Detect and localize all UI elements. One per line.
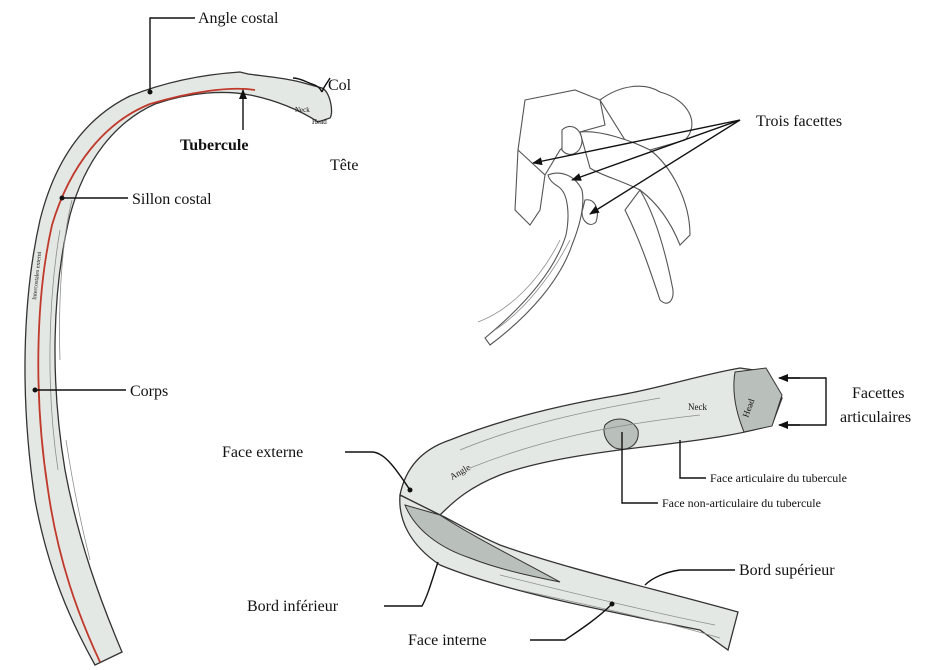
label-tete: Tête — [330, 157, 358, 174]
label-face-non-articulaire-tubercule: Face non-articulaire du tubercule — [662, 496, 821, 510]
label-angle-costal: Angle costal — [198, 10, 279, 27]
label-bord-superieur: Bord supérieur — [739, 562, 835, 579]
engraving-neck-detail: Neck — [688, 402, 707, 412]
bord-superieur-leader — [645, 570, 735, 585]
label-face-externe: Face externe — [222, 444, 303, 461]
label-sillon-costal: Sillon costal — [132, 191, 212, 208]
engraving-head: Head — [312, 118, 327, 126]
rib-detail-upper-shape — [400, 368, 782, 515]
label-face-interne: Face interne — [408, 632, 487, 649]
face-interne-dot — [610, 602, 615, 607]
rib-detail-view: Angle Neck Head Facettes articulaires Fa… — [222, 368, 911, 650]
facettes-bracket — [786, 378, 826, 425]
face-articulaire-leader — [680, 440, 706, 478]
facet-oval — [562, 126, 582, 154]
rib-side-view: Intercostales externi Neck Head Angle co… — [25, 10, 358, 665]
face-externe-dot — [408, 488, 413, 493]
face-externe-leader — [345, 452, 410, 490]
vertebra-sketch: Trois facettes — [478, 86, 842, 345]
label-face-articulaire-tubercule: Face articulaire du tubercule — [710, 471, 847, 485]
label-trois-facettes: Trois facettes — [756, 113, 842, 130]
rib-detail-head — [734, 368, 782, 432]
label-facettes-line1: Facettes — [852, 385, 904, 402]
label-tubercule: Tubercule — [180, 137, 248, 154]
rib-detail-lower-shape — [400, 495, 738, 650]
angle-costal-dot — [148, 90, 153, 95]
bord-inferieur-leader — [384, 562, 438, 606]
label-col: Col — [328, 77, 352, 94]
rib-body-shape — [25, 72, 332, 665]
label-bord-inferieur: Bord inférieur — [247, 598, 339, 615]
rib-tubercle-sketch — [582, 200, 597, 225]
corps-dot — [33, 388, 38, 393]
label-corps: Corps — [130, 383, 168, 400]
label-facettes-line2: articulaires — [840, 409, 911, 426]
engraving-neck: Neck — [295, 106, 310, 114]
sillon-costal-dot — [60, 196, 65, 201]
